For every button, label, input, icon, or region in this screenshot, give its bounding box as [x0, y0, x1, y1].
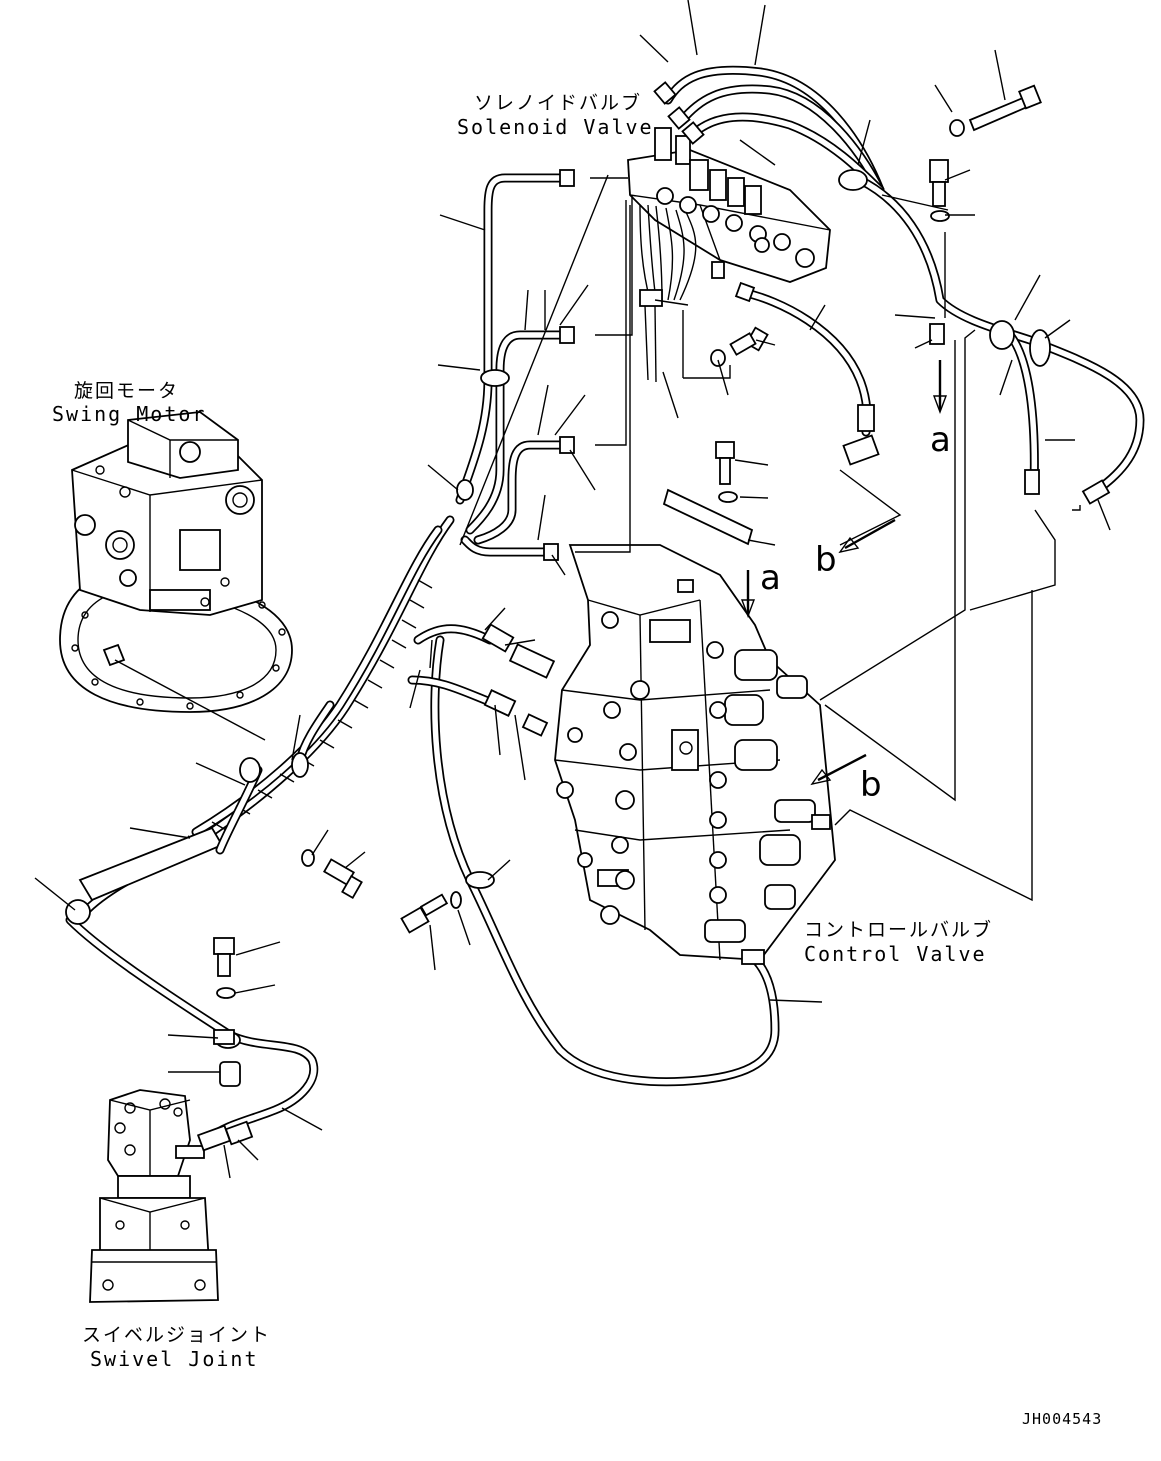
swing-motor-drawing — [59, 411, 293, 713]
leader-lines — [34, 0, 1111, 1179]
swing-motor-label-jp: 旋回モータ — [74, 380, 180, 402]
control-valve-drawing — [554, 544, 836, 961]
control-valve-label-en: Control Valve — [804, 942, 987, 966]
hydraulic-hoses — [65, 65, 1145, 1143]
view-ref-b-upper: b — [815, 540, 837, 580]
view-ref-a-lower: a — [760, 558, 781, 598]
solenoid-valve-drawing — [627, 127, 831, 383]
view-ref-b-lower: b — [860, 765, 882, 805]
swivel-joint-label-en: Swivel Joint — [90, 1347, 259, 1371]
swivel-joint-label-jp: スイベルジョイント — [82, 1324, 272, 1346]
solenoid-valve-label-en: Solenoid Valve — [457, 115, 654, 139]
swivel-joint-drawing — [89, 1089, 219, 1303]
swing-motor-label-en: Swing Motor — [52, 402, 207, 426]
control-valve-label-jp: コントロールバルブ — [804, 919, 994, 941]
fittings — [65, 81, 1111, 1152]
solenoid-valve-label-jp: ソレノイドバルブ — [474, 92, 643, 114]
drawing-code: JH004543 — [1022, 1410, 1103, 1428]
view-ref-a-upper: a — [930, 420, 951, 460]
